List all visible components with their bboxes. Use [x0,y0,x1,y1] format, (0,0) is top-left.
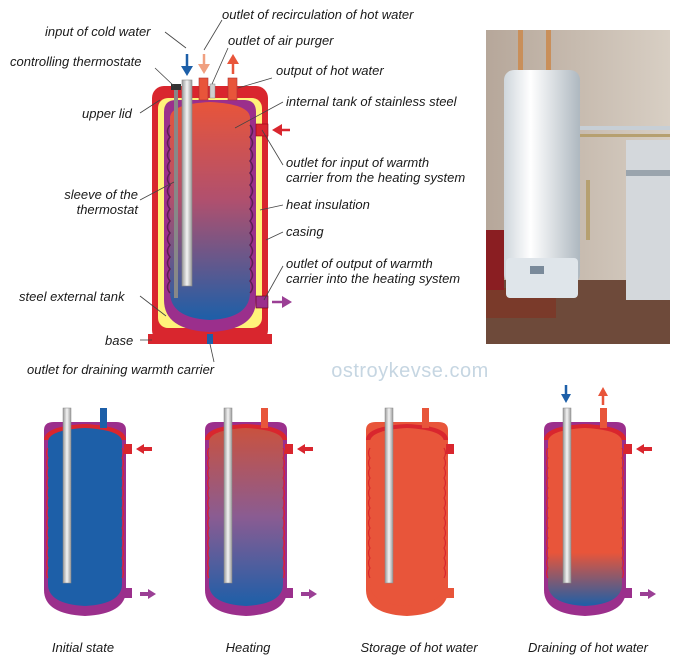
label-casing: casing [286,224,324,239]
caption-initial: Initial state [51,640,115,655]
air-purger-outlet [209,83,216,99]
label-cold-water: input of cold water [45,24,151,39]
coil-left [166,124,171,294]
watermark: ostroykevse.com [331,360,489,382]
label-insulation: heat insulation [286,197,370,212]
tank-draining [544,385,656,616]
main-boiler [148,77,272,344]
thermostat-sleeve [174,88,178,298]
tank-initial-state [44,407,156,616]
cold-water-pipe [181,79,193,287]
hot-water-arrowhead [227,54,239,64]
warmth-output-outlet [255,295,269,309]
label-recirculation: outlet of recirculation of hot water [222,7,414,22]
label-warmth-output-1: outlet of output of warmth [286,256,433,271]
label-warmth-input-2: carrier from the heating system [286,170,466,185]
tank-heating [205,407,317,616]
label-upper-lid: upper lid [82,106,132,121]
recirc-arrowhead [198,64,210,74]
warmth-out-arrowhead [282,296,292,308]
label-air-purger: outlet of air purger [228,33,334,48]
cold-water-arrowhead [181,66,193,76]
label-steel-tank: steel external tank [19,289,125,304]
heater-photo [486,30,670,344]
recirculation-outlet [198,77,209,101]
tank-storage [366,407,454,616]
label-warmth-output-2: carrier into the heating system [286,271,461,286]
caption-heating: Heating [225,640,271,655]
warmth-in-arrowhead [272,124,282,136]
label-thermostate: controlling thermostate [10,54,142,69]
label-sleeve-2: thermostat [76,202,138,217]
label-internal-tank: internal tank of stainless steel [286,94,457,109]
hot-water-outlet [227,77,238,101]
coil-right [249,124,254,294]
label-draining: outlet for draining warmth carrier [27,362,215,377]
caption-draining-hot: Draining of hot water [528,640,648,655]
main-arrows [181,54,292,308]
label-hot-output: output of hot water [276,63,384,78]
label-base: base [105,333,134,348]
label-warmth-input-1: outlet for input of warmth [286,155,430,170]
caption-storage: Storage of hot water [360,640,478,655]
controlling-thermostat [171,84,181,90]
leader-lines [139,19,284,363]
label-sleeve-1: sleeve of the [64,187,138,202]
drain-outlet [207,334,213,344]
